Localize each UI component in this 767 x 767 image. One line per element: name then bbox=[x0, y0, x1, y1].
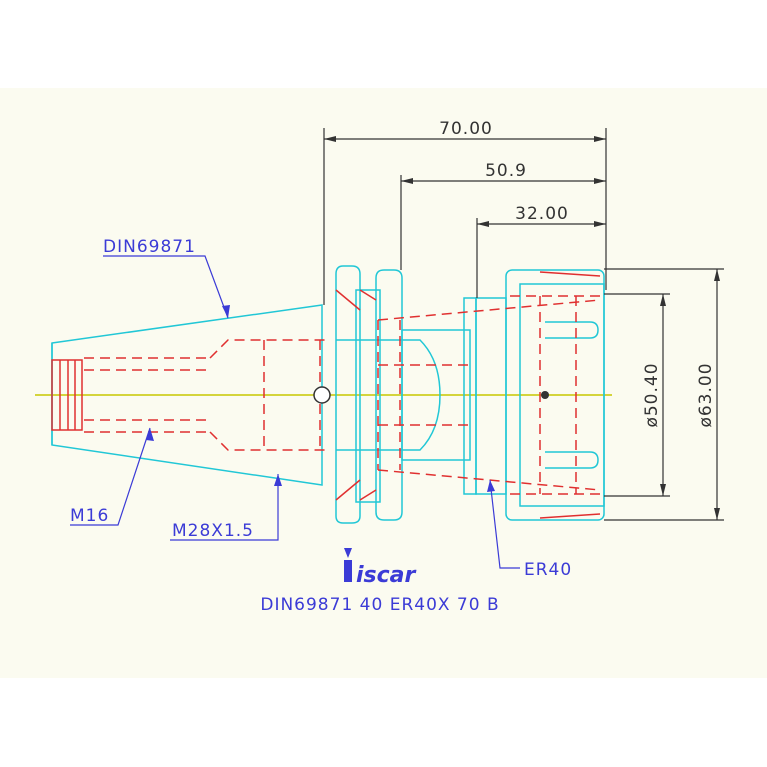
dim-outer-diameter: ø63.00 bbox=[696, 362, 716, 427]
label-thread-large: M28X1.5 bbox=[172, 521, 254, 541]
leader-arrows bbox=[146, 305, 495, 492]
flange-outline bbox=[335, 265, 605, 524]
logo-text: iscar bbox=[356, 563, 417, 588]
iscar-logo: iscar bbox=[344, 548, 417, 588]
label-collet-type: ER40 bbox=[524, 560, 572, 580]
drawing-background bbox=[0, 88, 767, 678]
dimension-lines bbox=[323, 128, 724, 521]
collet-slots bbox=[545, 321, 599, 469]
hidden-internal-lines bbox=[84, 295, 604, 495]
dimension-arrows bbox=[324, 136, 720, 520]
center-mark-icon bbox=[541, 391, 549, 399]
center-hole-icon bbox=[313, 386, 331, 404]
leader-lines bbox=[70, 255, 520, 569]
dim-collet-length: 32.00 bbox=[515, 204, 569, 224]
dim-collet-nut-length: 50.9 bbox=[485, 161, 527, 181]
label-thread-small: M16 bbox=[70, 506, 109, 526]
label-taper-standard: DIN69871 bbox=[103, 237, 196, 257]
dim-inner-diameter: ø50.40 bbox=[642, 362, 662, 427]
part-designation: DIN69871 40 ER40X 70 B bbox=[260, 595, 499, 615]
dim-overall-length: 70.00 bbox=[439, 119, 493, 139]
thread-detail bbox=[51, 271, 601, 519]
